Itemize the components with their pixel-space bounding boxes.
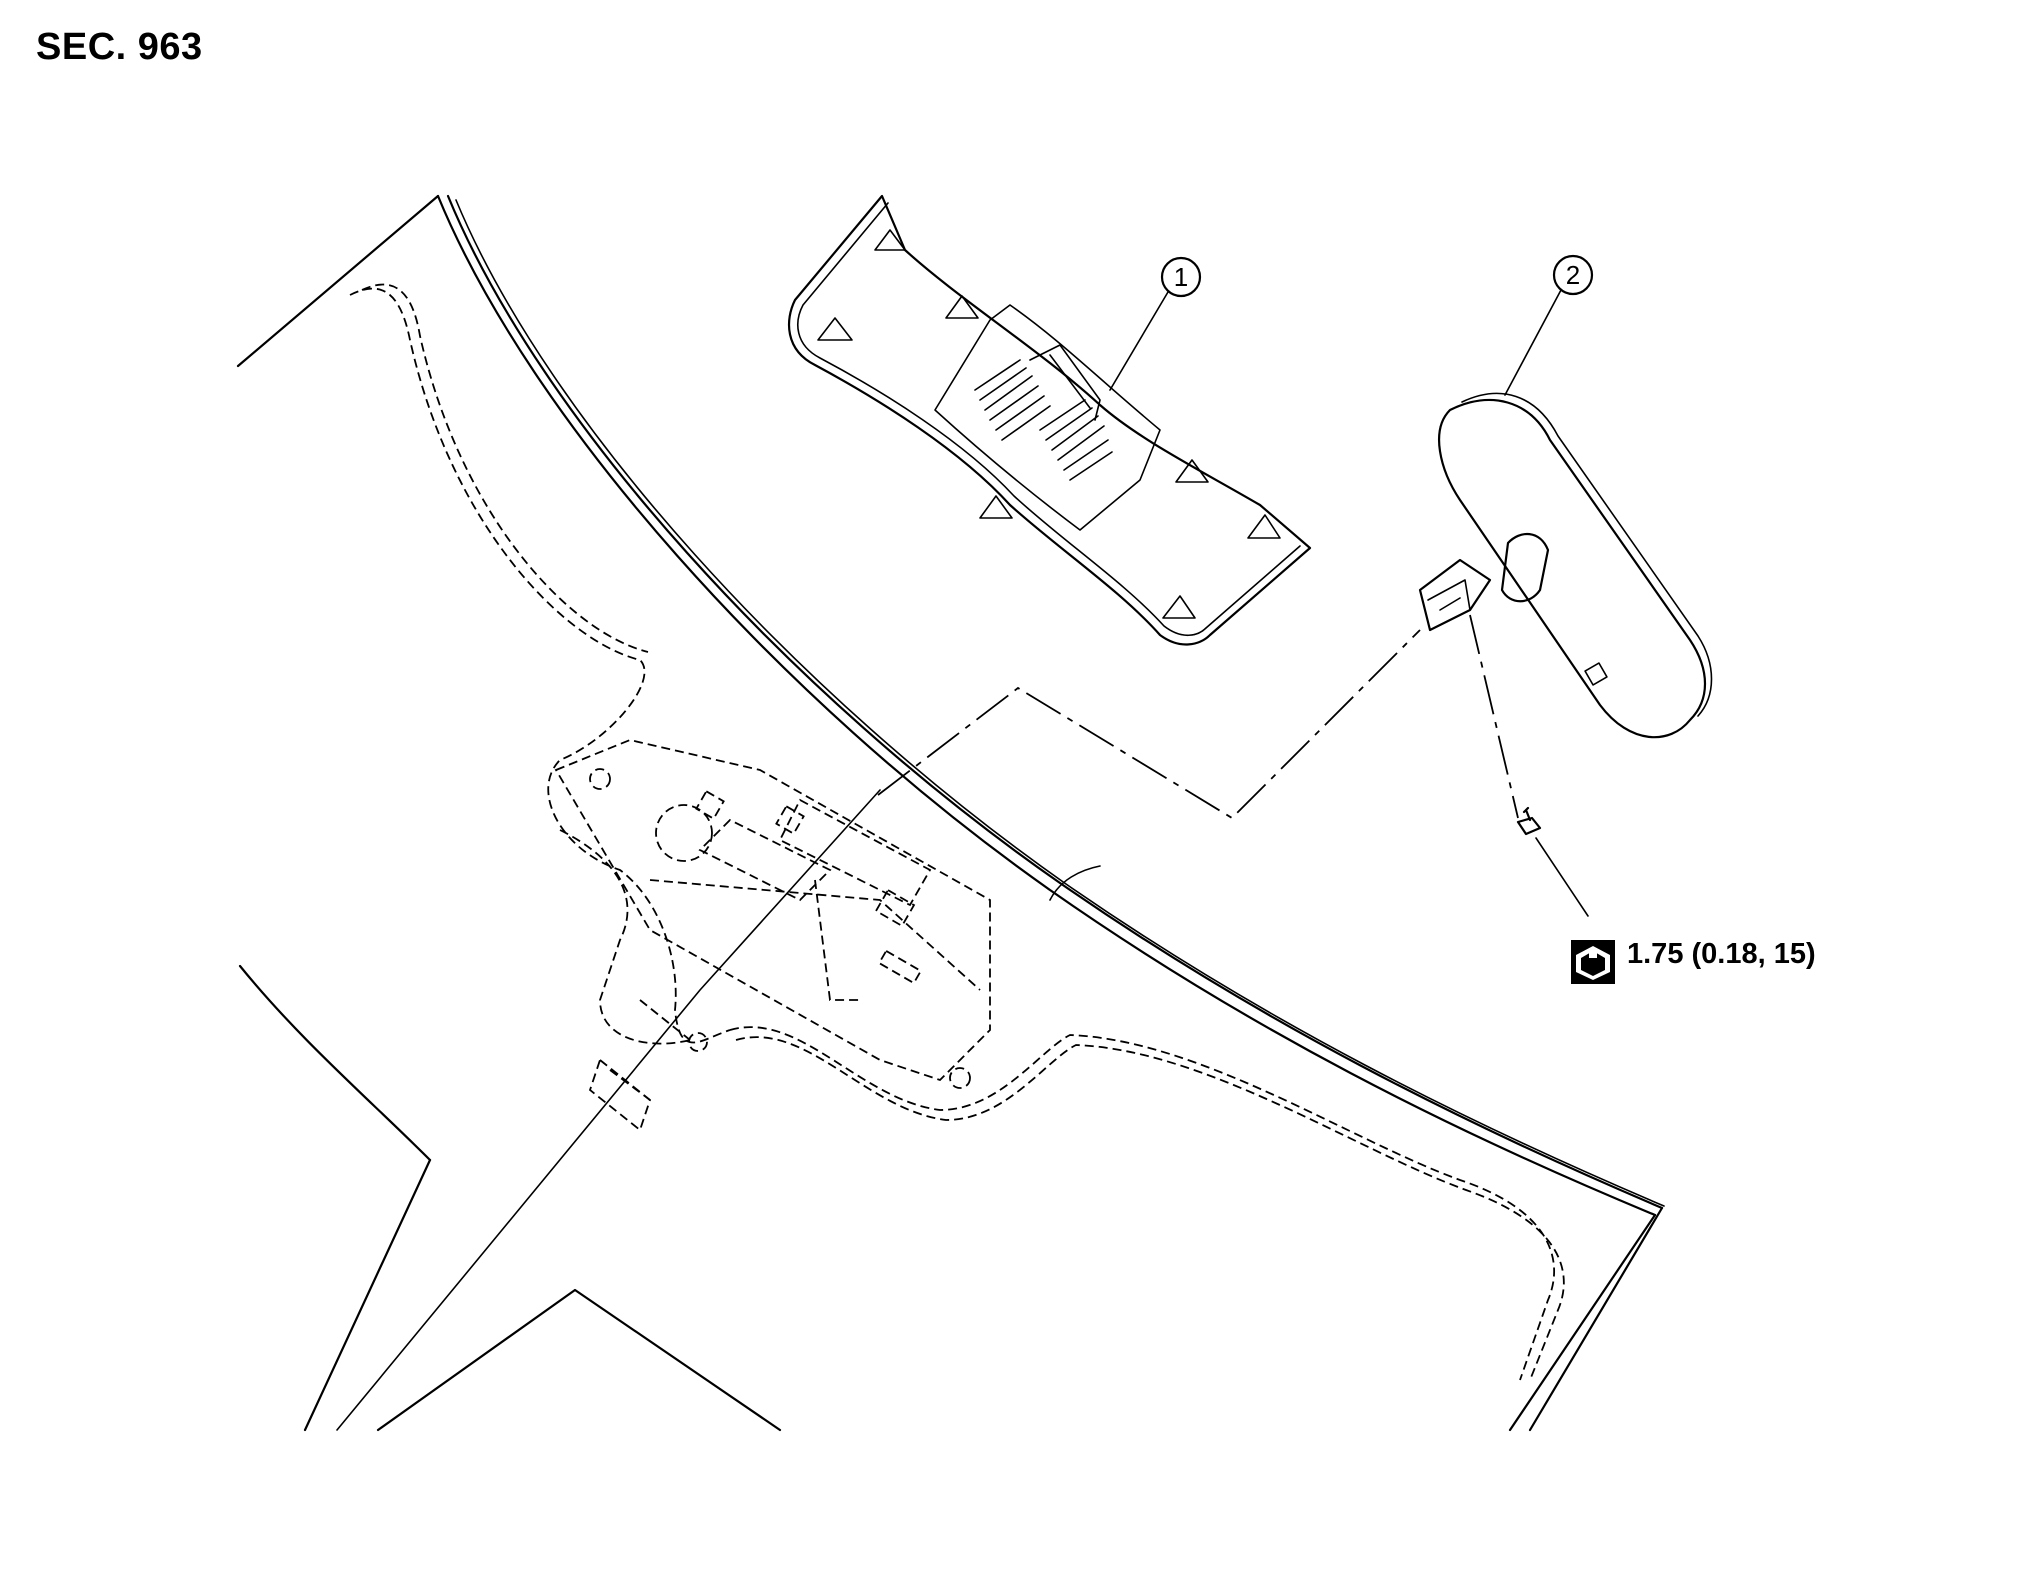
cover-vent bbox=[974, 359, 1113, 481]
inside-mirror: 2 bbox=[1418, 254, 1713, 739]
cover-clips bbox=[817, 229, 1281, 619]
windshield bbox=[236, 194, 1665, 1432]
mirror-cover: 1 bbox=[787, 194, 1312, 646]
torque-wrench-icon bbox=[1571, 940, 1615, 984]
callout-1: 1 bbox=[1109, 256, 1202, 391]
svg-text:1: 1 bbox=[1174, 262, 1188, 292]
mirror-base-bracket bbox=[554, 739, 1101, 1132]
callout-2: 2 bbox=[1504, 254, 1594, 396]
section-number: SEC. 963 bbox=[36, 26, 203, 68]
svg-text:2: 2 bbox=[1566, 260, 1580, 290]
mirror-screw bbox=[1516, 806, 1589, 917]
assembly-lines bbox=[877, 614, 1519, 820]
torque-value: 1.75 (0.18, 15) bbox=[1627, 938, 1816, 970]
